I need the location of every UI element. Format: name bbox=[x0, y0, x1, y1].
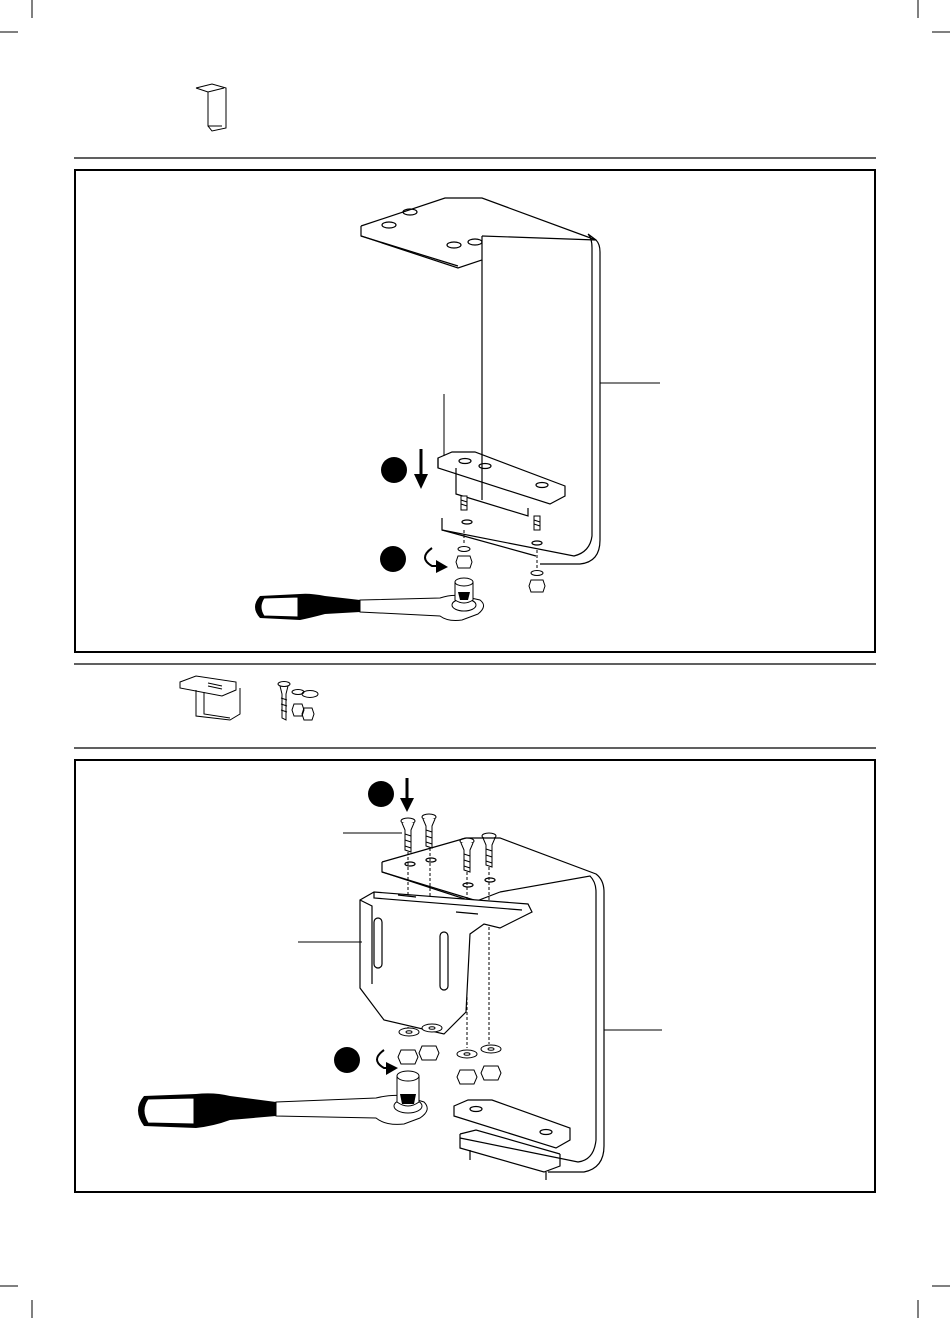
step-2-marker bbox=[334, 1047, 398, 1075]
step-1-marker bbox=[368, 778, 414, 812]
leader-lines bbox=[298, 833, 662, 1030]
mounting-bracket bbox=[360, 892, 532, 1034]
ratchet-wrench bbox=[138, 1071, 427, 1128]
